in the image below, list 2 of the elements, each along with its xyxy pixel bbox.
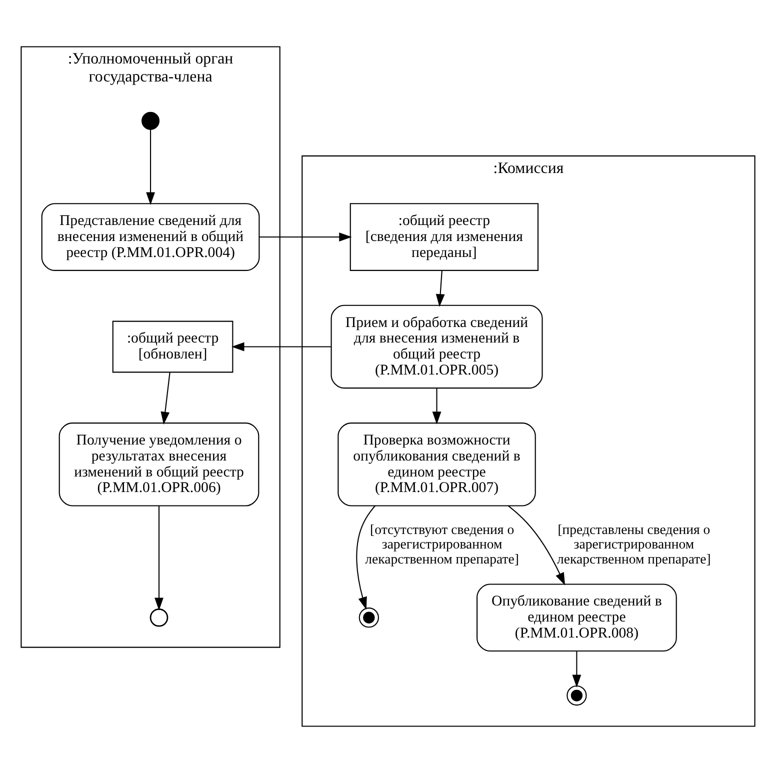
edge-label: [представлены сведения о зарегистрированном лекарственном препарате] xyxy=(557,522,711,566)
edge-label: [отсутствуют сведения о зарегистрированном лекарственном препарате] xyxy=(365,522,519,566)
